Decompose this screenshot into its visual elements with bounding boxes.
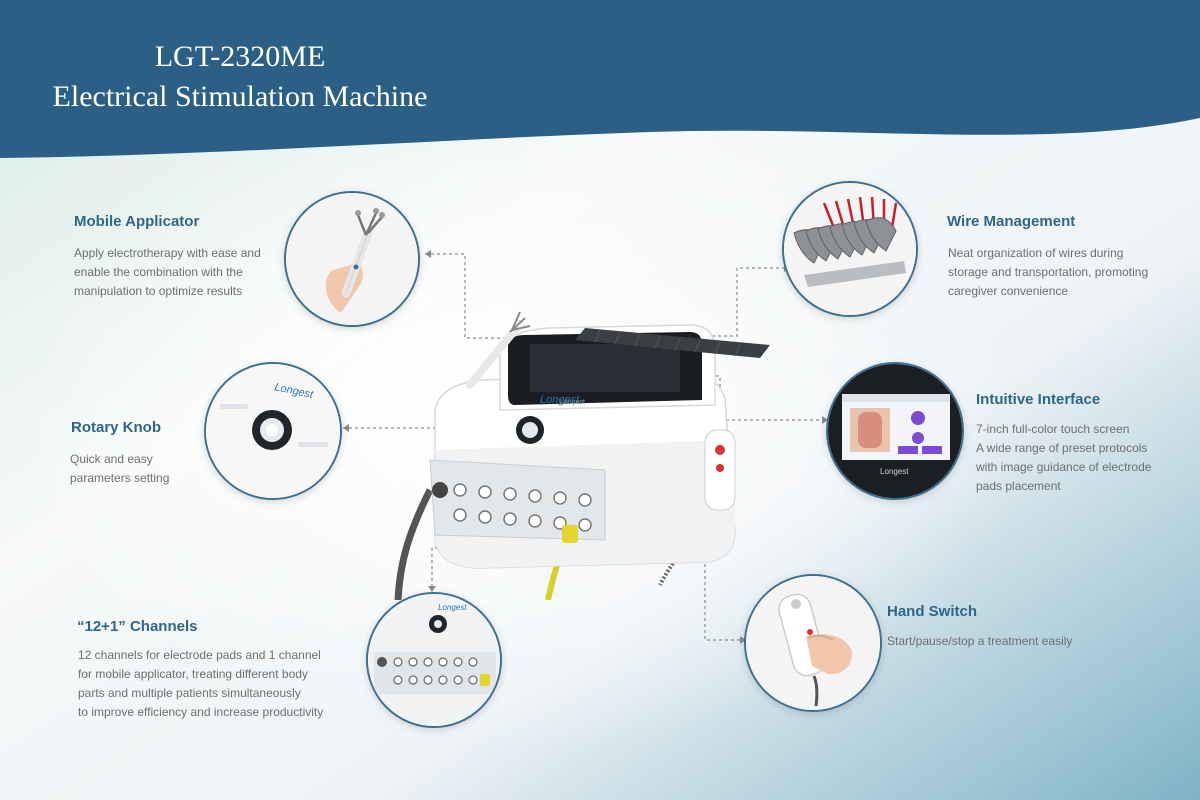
mobile-applicator-title: Mobile Applicator (74, 213, 200, 230)
intuitive-interface-desc: 7-inch full-color touch screen A wide ra… (976, 422, 1152, 493)
product-title: Electrical Stimulation Machine (52, 80, 428, 113)
channels-desc: 12 channels for electrode pads and 1 cha… (78, 648, 324, 719)
model-title: LGT-2320ME (154, 40, 326, 73)
mobile-applicator-desc: Apply electrotherapy with ease and enabl… (74, 246, 261, 298)
channels-title: “12+1” Channels (77, 618, 198, 635)
rotary-knob-title: Rotary Knob (71, 419, 161, 436)
rotary-knob-desc: Quick and easy parameters setting (70, 452, 170, 485)
screen-brand-text: Longest (560, 399, 585, 406)
header-band (0, 0, 1200, 158)
wire-management-title: Wire Management (947, 213, 1076, 230)
device-brand-text: Longest (540, 394, 580, 406)
intuitive-interface-image: Longest (826, 362, 964, 500)
device-illustration: Longest Longest (394, 311, 770, 600)
mobile-applicator-image (284, 191, 420, 327)
wire-management-image (782, 181, 918, 317)
interface-brand-text: Longest (880, 467, 909, 476)
intuitive-interface-title: Intuitive Interface (976, 391, 1101, 408)
channels-brand-text: Longest (438, 603, 467, 612)
hand-switch-desc: Start/pause/stop a treatment easily (887, 634, 1073, 648)
rotary-knob-image: Longest (204, 362, 342, 500)
hand-switch-title: Hand Switch (887, 603, 978, 620)
wire-management-desc: Neat organization of wires during storag… (948, 246, 1149, 298)
hand-switch-image (744, 574, 882, 712)
channels-image: Longest (366, 592, 502, 728)
